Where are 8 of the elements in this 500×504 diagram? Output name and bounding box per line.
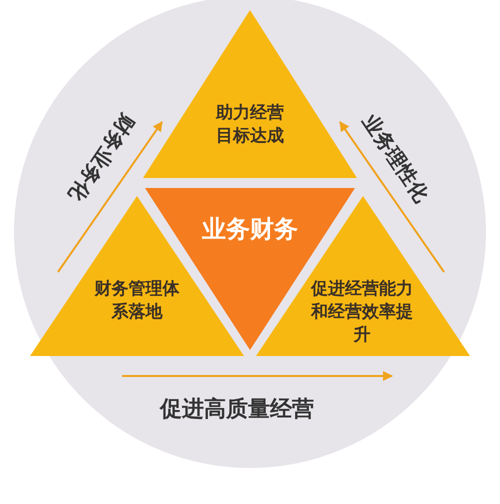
- arrow: [339, 121, 445, 273]
- arrow: [57, 121, 163, 273]
- triangle-label: 财务管理体系落地: [94, 278, 180, 324]
- arrow: [122, 371, 393, 381]
- triangle-label: 业务财务: [201, 214, 299, 244]
- triangle-label: 助力经营目标达成: [214, 102, 285, 148]
- triangle-label: 促进经营能力和经营效率提升: [310, 278, 414, 347]
- edge-label: 促进高质量经营: [158, 398, 316, 422]
